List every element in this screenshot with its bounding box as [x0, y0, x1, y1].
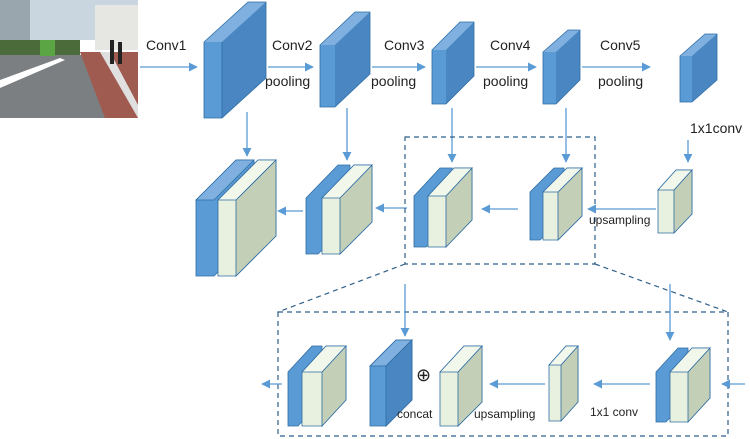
conv4-feature-map	[542, 29, 581, 105]
conv3-label: Conv3	[384, 37, 425, 53]
detail-skip-block	[369, 339, 413, 427]
conv5-label: Conv5	[600, 37, 641, 53]
expand-line-left	[277, 263, 406, 313]
detail-output-stack	[287, 344, 347, 428]
pooling-label-3: pooling	[483, 73, 529, 89]
concat-label: concat	[397, 407, 433, 421]
decoder-upsampling-label: upsampling	[589, 213, 651, 227]
detail-1x1-conv-label: 1x1 conv	[590, 405, 639, 419]
pooling-label-4: pooling	[598, 73, 644, 89]
detail-input-stack	[655, 346, 711, 424]
input-street-image	[0, 0, 138, 118]
detail-upsampled-block	[439, 344, 483, 427]
conv-1x1-label: 1x1conv	[690, 120, 743, 136]
decoder-stack-2	[305, 164, 373, 255]
detail-1x1-conv-block	[548, 344, 579, 423]
conv1-label: Conv1	[146, 37, 187, 53]
conv3-feature-map	[431, 21, 475, 105]
element-wise-sum-symbol: ⊕	[416, 365, 432, 385]
decoder-stack-3	[413, 166, 473, 248]
decoder-stack-4	[529, 167, 583, 241]
conv5-feature-map	[679, 33, 718, 103]
detail-dashed-box	[277, 311, 729, 437]
expand-line-right	[594, 263, 729, 313]
decoder-output-stack	[195, 159, 277, 277]
conv1-feature-map	[203, 1, 267, 119]
detail-upsampling-label: upsampling	[474, 407, 536, 421]
conv2-feature-map	[319, 11, 371, 108]
conv2-label: Conv2	[272, 37, 313, 53]
pooling-label-1: pooling	[265, 73, 311, 89]
pooling-label-2: pooling	[371, 73, 417, 89]
highlight-dashed-box	[404, 136, 596, 265]
conv-1x1-output	[657, 168, 693, 235]
conv4-label: Conv4	[490, 37, 531, 53]
